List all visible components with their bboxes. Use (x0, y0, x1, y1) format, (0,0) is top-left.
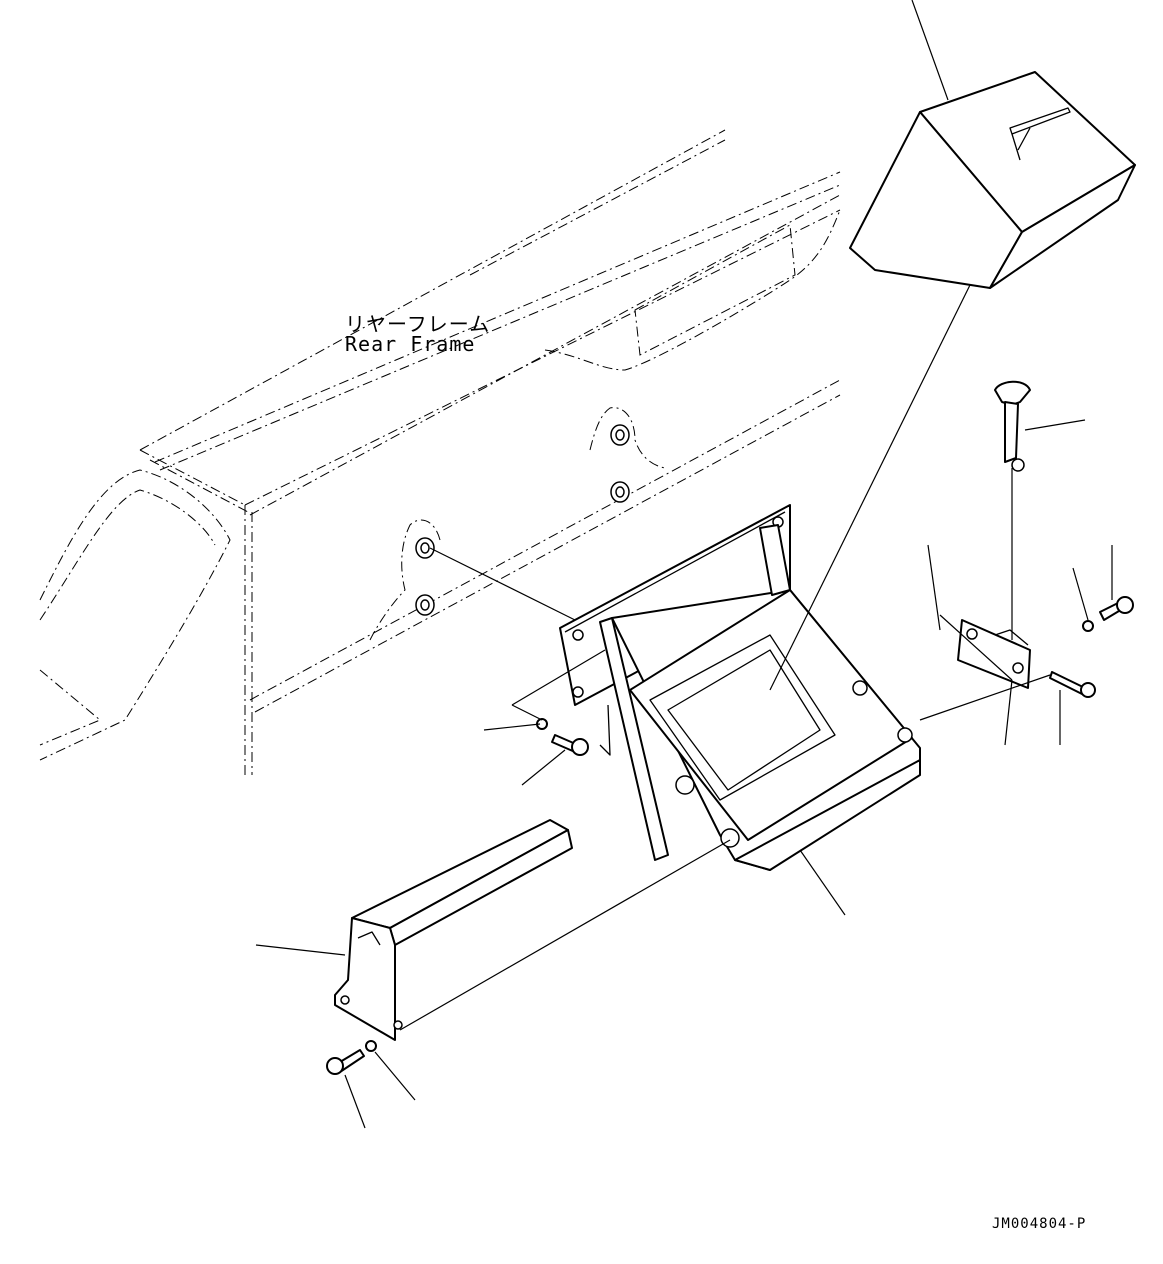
latch-handle (994, 380, 1031, 640)
drawing-code: JM004804-P (992, 1216, 1087, 1232)
toolbox-body (599, 524, 921, 871)
leader-lines (255, 0, 1113, 1129)
rear-frame-outline (39, 129, 841, 775)
latch-catch-plate (957, 619, 1031, 689)
bolt-left-middle (536, 718, 589, 756)
pin-right (1049, 671, 1096, 698)
rear-frame-label-jp: リヤーフレーム (345, 312, 491, 336)
frame-mounting-holes (415, 424, 630, 616)
bolt-left-lower (326, 1040, 377, 1075)
rear-frame-label-en: Rear Frame (345, 332, 476, 356)
lower-cover (334, 819, 573, 1041)
bolt-right-upper (1082, 596, 1134, 632)
toolbox-lid (849, 71, 1136, 289)
